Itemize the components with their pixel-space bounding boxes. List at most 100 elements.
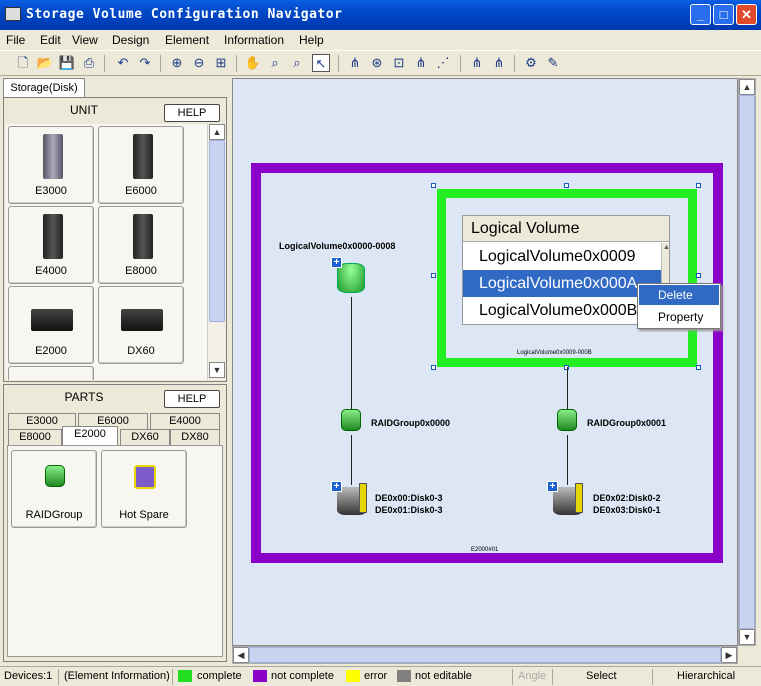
maximize-button[interactable]: □ (713, 4, 734, 25)
selection-handle[interactable] (696, 273, 701, 278)
plus-icon: + (547, 481, 558, 492)
canvas-vertical-scrollbar[interactable]: ▲ ▼ (738, 78, 756, 646)
selection-handle[interactable] (431, 183, 436, 188)
close-button[interactable]: ✕ (736, 4, 757, 25)
menu-edit[interactable]: Edit (40, 33, 61, 47)
unit-tile-e4000[interactable]: E4000 (8, 206, 94, 284)
disk-0-label-line2: DE0x01:Disk0-3 (375, 505, 443, 515)
zoom-select-icon[interactable]: ⌕ (293, 55, 301, 70)
parts-tab-e2000[interactable]: E2000 (62, 426, 118, 445)
hot-spare-icon (575, 483, 583, 513)
unit-tile-e2000[interactable]: E2000 (8, 286, 94, 364)
unit-header: UNIT (6, 103, 162, 121)
logical-volume-list-item[interactable]: LogicalVolume0x0009 (479, 248, 636, 265)
tab-storage-disk[interactable]: Storage(Disk) (3, 78, 85, 97)
selection-handle[interactable] (696, 183, 701, 188)
scroll-left-icon[interactable]: ◀ (233, 647, 249, 663)
status-bar: Devices:1 (Element Information) complete… (0, 666, 761, 686)
layout-hierarchical-icon[interactable]: ⋔ (349, 55, 361, 70)
parts-tab-e4000[interactable]: E4000 (150, 413, 220, 429)
menu-element[interactable]: Element (165, 33, 210, 47)
selection-handle[interactable] (431, 273, 436, 278)
new-file-icon[interactable]: 🗋 (17, 55, 29, 70)
zoom-region-icon[interactable]: ⌕ (271, 55, 279, 70)
minimize-button[interactable]: _ (690, 4, 711, 25)
logical-volume-icon[interactable] (337, 263, 365, 293)
design-canvas[interactable]: E2000#01 LogicalVolume0x0009-000B Logica… (232, 78, 738, 646)
layout-tree-icon[interactable]: ⋔ (415, 55, 427, 70)
layout-orthogonal-icon[interactable]: ⋰ (436, 55, 450, 70)
part-tile-hot-spare[interactable]: Hot Spare (101, 450, 187, 528)
parts-header: PARTS (6, 390, 162, 408)
scroll-up-icon[interactable]: ▲ (209, 124, 225, 140)
unit-tile-e3000[interactable]: E3000 (8, 126, 94, 204)
unit-tile-more[interactable] (8, 366, 94, 380)
tree-collapse-icon[interactable]: ⋔ (493, 55, 505, 70)
unit-tile-e6000[interactable]: E6000 (98, 126, 184, 204)
undo-icon[interactable]: ↶ (117, 55, 129, 70)
selection-handle[interactable] (696, 365, 701, 370)
selection-handle[interactable] (564, 365, 569, 370)
raidgroup-icon[interactable] (341, 409, 361, 431)
select-pointer-icon[interactable]: ↖ (312, 54, 330, 72)
menu-help[interactable]: Help (299, 33, 324, 47)
selection-handle[interactable] (564, 183, 569, 188)
tree-expand-icon[interactable]: ⋔ (471, 55, 483, 70)
menu-file[interactable]: File (6, 33, 26, 47)
menu-information[interactable]: Information (224, 33, 285, 47)
zoom-out-icon[interactable]: ⊖ (193, 55, 205, 70)
selection-handle[interactable] (431, 365, 436, 370)
unit-grid: E3000 E6000 E4000 E8000 E2000 DX60 (6, 124, 208, 380)
raidgroup-icon[interactable] (557, 409, 577, 431)
logical-volume-list-item-selected[interactable]: LogicalVolume0x000A (463, 270, 661, 297)
fit-view-icon[interactable]: ⊞ (215, 55, 227, 70)
parts-help-button[interactable]: HELP (164, 390, 220, 408)
connector-line (351, 297, 352, 419)
zoom-in-icon[interactable]: ⊕ (171, 55, 183, 70)
status-select-mode[interactable]: Select (586, 670, 617, 682)
unit-label: DX60 (127, 345, 155, 357)
scroll-up-icon[interactable]: ▲ (739, 79, 755, 95)
canvas-hscroll-thumb[interactable] (249, 647, 721, 663)
raidgroup-0-label: RAIDGroup0x0000 (371, 418, 451, 428)
print-icon[interactable]: ⎙ (83, 55, 95, 70)
connector-line (567, 367, 568, 419)
status-devices: Devices:1 (4, 670, 53, 682)
logical-volume-group-label: LogicalVolume0x0009-000B (517, 350, 592, 356)
e6000-icon (133, 134, 153, 179)
layout-grid-icon[interactable]: ⊡ (393, 55, 405, 70)
parts-tab-dx60[interactable]: DX60 (120, 429, 170, 445)
canvas-horizontal-scrollbar[interactable]: ◀ ▶ (232, 646, 738, 664)
redo-icon[interactable]: ↷ (139, 55, 151, 70)
parts-tab-e6000[interactable]: E6000 (78, 413, 148, 429)
scroll-down-icon[interactable]: ▼ (209, 362, 225, 378)
open-folder-icon[interactable]: 📂 (36, 55, 54, 70)
parts-tab-e8000[interactable]: E8000 (8, 429, 62, 445)
logical-volume-list[interactable]: Logical Volume LogicalVolume0x0009 Logic… (462, 215, 670, 325)
unit-scroll-thumb[interactable] (209, 140, 225, 322)
status-layout-mode[interactable]: Hierarchical (677, 670, 736, 682)
unit-help-button[interactable]: HELP (164, 104, 220, 122)
canvas-vscroll-thumb[interactable] (739, 95, 755, 629)
list-scroll-up-icon[interactable]: ▲ (663, 244, 670, 251)
unit-tile-e8000[interactable]: E8000 (98, 206, 184, 284)
unit-scrollbar[interactable]: ▲ ▼ (207, 124, 225, 380)
parts-tab-e3000[interactable]: E3000 (8, 413, 76, 429)
unit-tile-dx60[interactable]: DX60 (98, 286, 184, 364)
save-icon[interactable]: 💾 (58, 55, 76, 70)
check-config-icon[interactable]: ⚙ (525, 55, 537, 70)
parts-tab-dx80[interactable]: DX80 (170, 429, 220, 445)
part-tile-raidgroup[interactable]: RAIDGroup (11, 450, 97, 528)
menu-item-delete[interactable]: Delete (639, 285, 719, 305)
menu-view[interactable]: View (72, 33, 98, 47)
logical-volume-list-item[interactable]: LogicalVolume0x000B (479, 302, 638, 319)
layout-circular-icon[interactable]: ⊛ (371, 55, 383, 70)
pan-hand-icon[interactable]: ✋ (244, 55, 262, 70)
scroll-down-icon[interactable]: ▼ (739, 629, 755, 645)
export-icon[interactable]: ✎ (547, 55, 559, 70)
menu-item-property[interactable]: Property (658, 310, 704, 324)
status-angle[interactable]: Angle (518, 670, 547, 682)
menu-design[interactable]: Design (112, 33, 150, 47)
parts-grid: RAIDGroup Hot Spare (7, 445, 223, 657)
scroll-right-icon[interactable]: ▶ (721, 647, 737, 663)
